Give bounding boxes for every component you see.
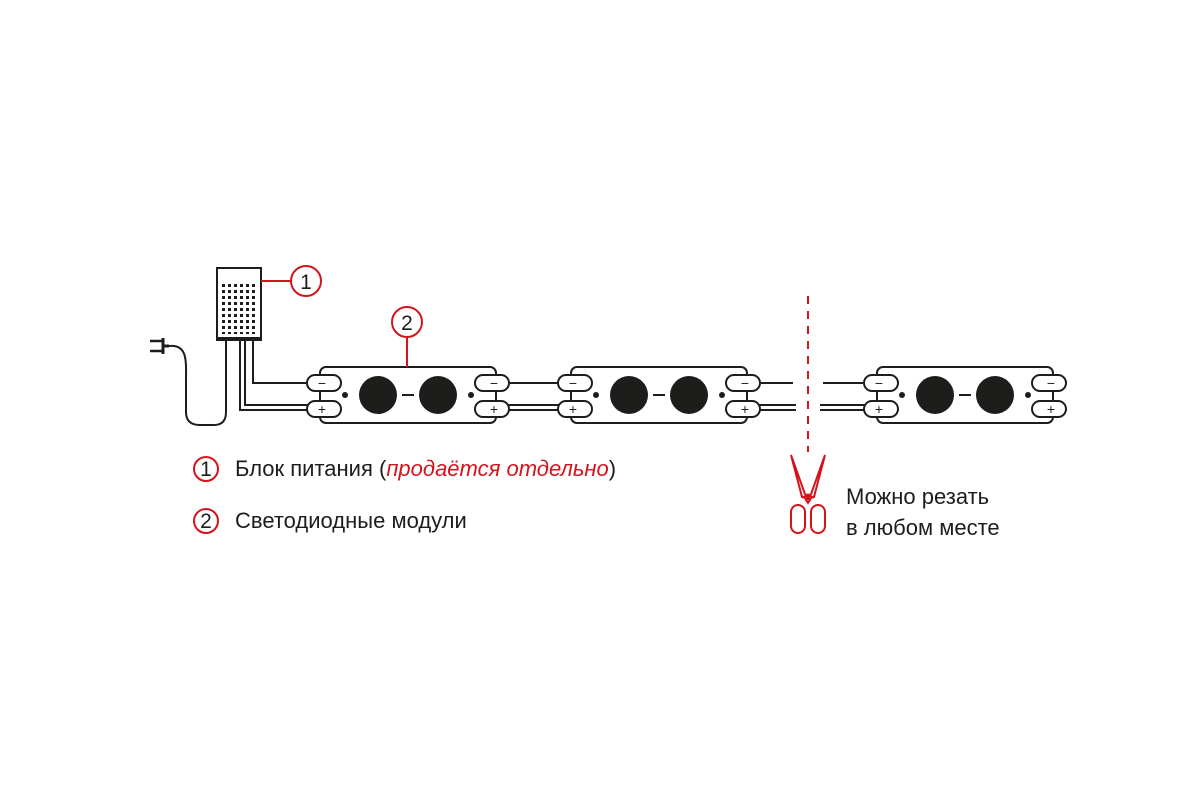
cut-instruction: Можно резать в любом месте [846,481,1000,543]
legend-number-1: 1 [193,456,219,482]
module-2-plus-left: + [569,401,577,417]
module-1-plus-right: + [490,401,498,417]
module-1-plus-left: + [318,401,326,417]
module-3-plus-right: + [1047,401,1055,417]
legend-item-power-supply: 1 Блок питания (продаётся отдельно) [193,456,616,482]
mains-cable [168,340,227,426]
power-supply [216,267,262,341]
legend-item-led-modules: 2 Светодиодные модули [193,508,467,534]
scissors-icon [790,454,826,534]
led-module-3: − + − + [863,366,1067,424]
module-1-minus-left: − [318,375,326,391]
cut-instruction-line-2: в любом месте [846,515,1000,540]
legend-open-paren: ( [372,456,387,481]
legend-label-power-supply: Блок питания [235,456,373,481]
module-2-minus-left: − [569,375,577,391]
module-2-minus-right: − [741,375,749,391]
cut-instruction-line-1: Можно резать [846,484,990,509]
legend-close-paren: ) [608,456,617,481]
legend-label-led-modules: Светодиодные модули [235,508,467,533]
legend-text-1: Блок питания (продаётся отдельно) [235,458,616,480]
module-3-plus-left: + [875,401,883,417]
legend-number-2: 2 [193,508,219,534]
module-1-minus-right: − [490,375,498,391]
psu-output-wires [239,341,320,411]
module-3-minus-right: − [1047,375,1055,391]
led-module-2: − + − + [557,366,761,424]
callout-1: 1 [261,265,322,297]
callout-2-number: 2 [401,312,413,335]
callout-1-number: 1 [300,271,312,294]
plug-icon [150,338,169,354]
led-module-1: − + − + [306,366,510,424]
callout-2: 2 [391,306,423,367]
module-2-plus-right: + [741,401,749,417]
legend-note-sold-separately: продаётся отдельно [386,456,609,481]
module-3-minus-left: − [875,375,883,391]
